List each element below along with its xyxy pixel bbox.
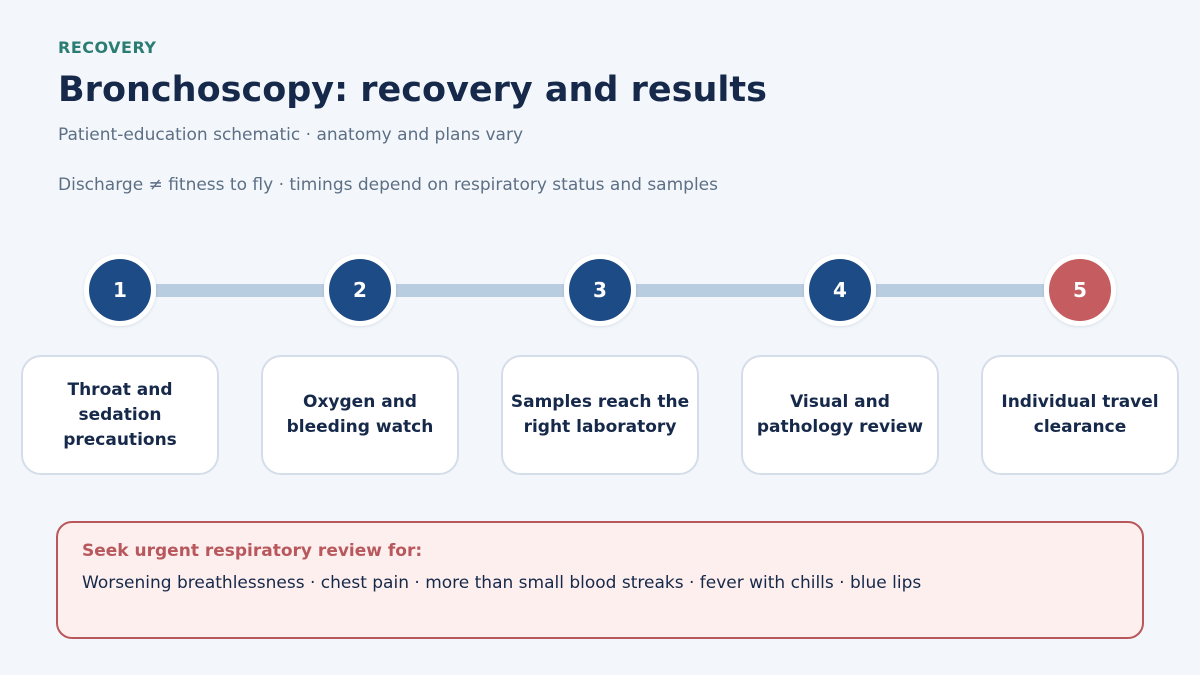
step-5-card: Individual travel clearance [981, 355, 1179, 475]
eyebrow-label: RECOVERY [58, 38, 157, 57]
step-4-number: 4 [804, 254, 876, 326]
step-3-number: 3 [564, 254, 636, 326]
step-2-card: Oxygen and bleeding watch [261, 355, 459, 475]
connector-1-2 [156, 284, 324, 297]
page-title: Bronchoscopy: recovery and results [58, 70, 767, 110]
step-1-number: 1 [84, 254, 156, 326]
urgent-review-alert: Seek urgent respiratory review for: Wors… [56, 521, 1144, 639]
step-5-number: 5 [1044, 254, 1116, 326]
alert-heading: Seek urgent respiratory review for: [82, 541, 423, 561]
step-3-card: Samples reach the right laboratory [501, 355, 699, 475]
connector-2-3 [396, 284, 564, 297]
alert-symptoms: Worsening breathlessness · chest pain · … [82, 573, 922, 593]
step-2-number: 2 [324, 254, 396, 326]
connector-4-5 [876, 284, 1044, 297]
step-1-card: Throat and sedation precautions [21, 355, 219, 475]
subtitle: Patient-education schematic · anatomy an… [58, 125, 524, 145]
connector-3-4 [636, 284, 804, 297]
step-4-card: Visual and pathology review [741, 355, 939, 475]
travel-note: Discharge ≠ fitness to fly · timings dep… [58, 175, 718, 195]
